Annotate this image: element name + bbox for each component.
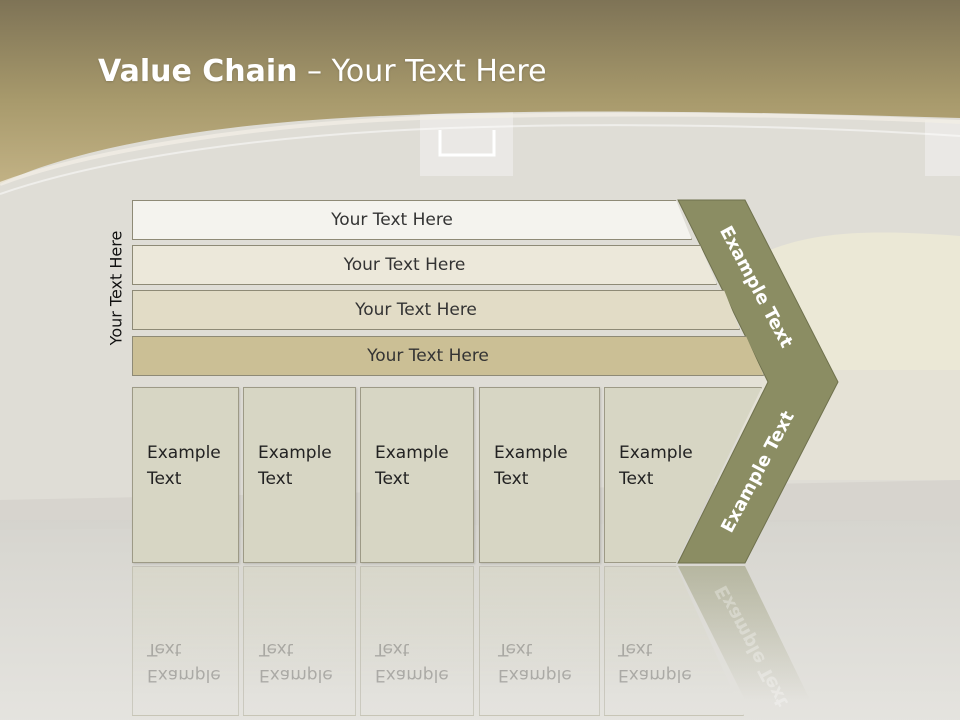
row-1: Your Text Here bbox=[132, 200, 692, 240]
cell-4-line1: Example bbox=[494, 443, 568, 463]
cell-1-reflection bbox=[132, 566, 239, 716]
cell-3: Example Text bbox=[360, 387, 474, 563]
cell-4: Example Text bbox=[479, 387, 600, 563]
cell-2-reflection bbox=[243, 566, 356, 716]
cell-2: Example Text bbox=[243, 387, 356, 563]
row-2: Your Text Here bbox=[132, 245, 717, 285]
cell-2-line1: Example bbox=[258, 443, 332, 463]
row-3: Your Text Here bbox=[132, 290, 740, 330]
slide-title-rest: – Your Text Here bbox=[297, 54, 547, 89]
cell-3-line1: Example bbox=[375, 443, 449, 463]
chevron-arrow-shape bbox=[677, 199, 839, 564]
row-1-label: Your Text Here bbox=[331, 210, 453, 230]
row-2-label: Your Text Here bbox=[343, 255, 466, 275]
cell-4-line2: Text bbox=[494, 469, 529, 489]
slide-title-bold: Value Chain bbox=[98, 54, 298, 89]
cell-2-line2: Text bbox=[258, 469, 293, 489]
cell-1-line1: Example bbox=[147, 443, 221, 463]
side-label: Your Text Here bbox=[106, 230, 126, 346]
cell-5-line2: Text bbox=[619, 469, 654, 489]
cell-5-line1: Example bbox=[619, 443, 693, 463]
row-4: Your Text Here bbox=[132, 336, 764, 376]
row-4-label: Your Text Here bbox=[367, 346, 489, 366]
slide-title: Value Chain – Your Text Here bbox=[98, 54, 547, 89]
cell-4-reflection bbox=[479, 566, 600, 716]
row-3-label: Your Text Here bbox=[355, 300, 477, 320]
cell-1: Example Text bbox=[132, 387, 239, 563]
cell-3-reflection bbox=[360, 566, 474, 716]
cell-1-line2: Text bbox=[147, 469, 182, 489]
cell-3-line2: Text bbox=[375, 469, 410, 489]
